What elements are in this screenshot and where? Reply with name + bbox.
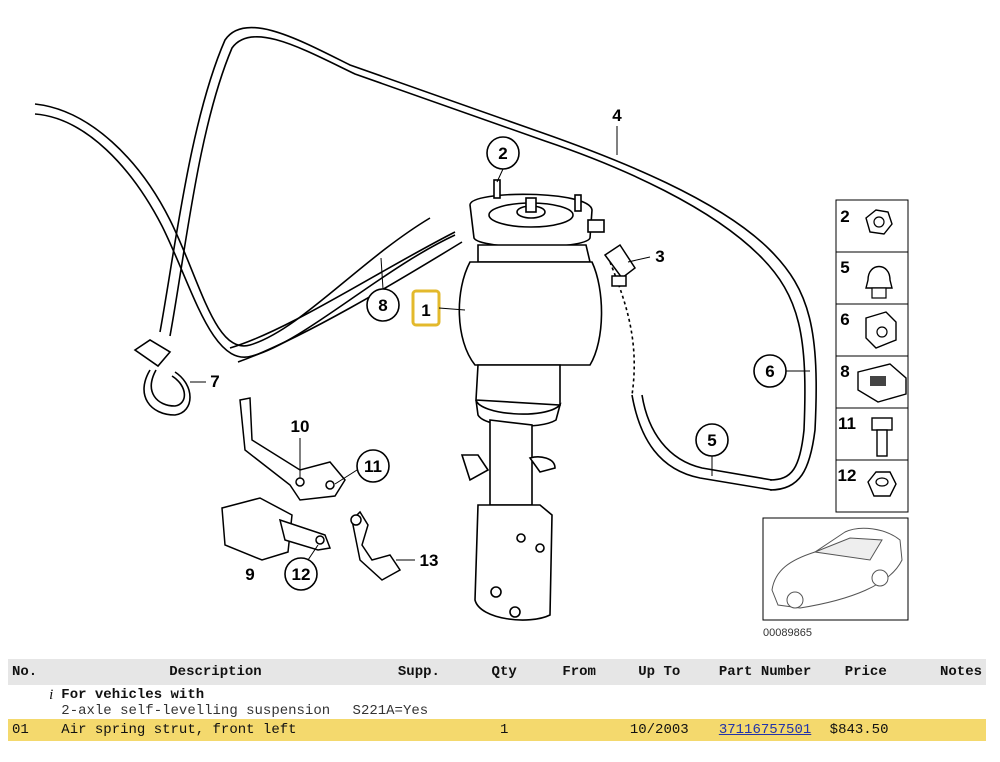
table-header-row: No. Description Supp. Qty From Up To Par… <box>8 659 986 685</box>
svg-text:8: 8 <box>378 296 387 315</box>
svg-text:12: 12 <box>292 565 311 584</box>
grommet-icon <box>865 265 893 289</box>
row-no: 01 <box>8 719 58 741</box>
callout-12[interactable]: 12 <box>284 544 319 591</box>
hose-4[interactable] <box>159 26 817 491</box>
bolt-icon <box>871 417 893 431</box>
col-part-number: Part Number <box>704 659 826 685</box>
svg-text:6: 6 <box>840 310 849 329</box>
callout-13[interactable]: 13 <box>396 551 438 570</box>
hose-5[interactable] <box>609 261 773 491</box>
callout-3[interactable]: 3 <box>627 247 665 266</box>
height-sensor[interactable] <box>221 497 332 561</box>
parts-diagram: 2 1 3 4 8 6 5 7 10 11 9 <box>34 26 909 639</box>
svg-text:3: 3 <box>655 247 664 266</box>
row-qty: 1 <box>464 719 545 741</box>
col-price: Price <box>825 659 906 685</box>
info-condition: 2-axle self-levelling suspension S221A=Y… <box>61 703 982 719</box>
svg-text:2: 2 <box>498 144 507 163</box>
image-code: 00089865 <box>763 627 812 639</box>
svg-text:12: 12 <box>838 466 857 485</box>
callout-11[interactable]: 11 <box>334 449 390 485</box>
svg-text:9: 9 <box>245 565 254 584</box>
hose-clamp[interactable] <box>133 339 191 416</box>
info-title: For vehicles with <box>61 687 205 703</box>
callout-7[interactable]: 7 <box>190 372 220 391</box>
svg-text:8: 8 <box>840 362 849 381</box>
col-notes: Notes <box>905 659 986 685</box>
info-condition-text: 2-axle self-levelling suspension <box>61 703 331 719</box>
callout-5[interactable]: 5 <box>695 423 729 476</box>
parts-table: No. Description Supp. Qty From Up To Par… <box>8 659 986 741</box>
legend-item-12[interactable]: 12 <box>838 466 897 497</box>
part-number-link[interactable]: 37116757501 <box>718 722 812 738</box>
svg-text:7: 7 <box>210 372 219 391</box>
svg-text:5: 5 <box>840 258 849 277</box>
table-row[interactable]: 01 Air spring strut, front left 1 10/200… <box>8 719 986 741</box>
callout-6[interactable]: 6 <box>753 354 810 388</box>
svg-text:6: 6 <box>765 362 774 381</box>
col-qty: Qty <box>464 659 545 685</box>
legend-item-8[interactable]: 8 <box>840 362 907 403</box>
col-up-to: Up To <box>614 659 705 685</box>
nut-icon <box>865 209 893 235</box>
height-sensor-bracket[interactable] <box>239 397 346 501</box>
pressure-sensor[interactable] <box>603 243 637 287</box>
col-no: No. <box>8 659 58 685</box>
clip-icon <box>865 311 897 349</box>
legend-item-6[interactable]: 6 <box>840 310 897 349</box>
row-up-to: 10/2003 <box>614 719 705 741</box>
vehicle-thumbnail <box>762 517 909 621</box>
info-icon: i <box>49 687 54 703</box>
link-rod[interactable] <box>350 510 402 581</box>
callout-10[interactable]: 10 <box>291 417 310 478</box>
row-notes <box>905 719 986 741</box>
legend-item-5[interactable]: 5 <box>840 258 893 299</box>
col-from: From <box>544 659 615 685</box>
nut-icon <box>867 471 897 497</box>
info-row: i For vehicles with 2-axle self-levellin… <box>8 685 986 719</box>
callout-2[interactable]: 2 <box>486 136 520 183</box>
col-supp: Supp. <box>373 659 465 685</box>
svg-text:5: 5 <box>707 431 716 450</box>
info-condition-code: S221A=Yes <box>352 703 429 719</box>
row-supp <box>373 719 465 741</box>
svg-text:1: 1 <box>421 301 430 320</box>
legend-item-2[interactable]: 2 <box>840 207 893 235</box>
air-spring-strut[interactable] <box>458 179 605 621</box>
svg-text:4: 4 <box>612 106 622 125</box>
callout-8[interactable]: 8 <box>366 257 400 322</box>
parts-legend <box>835 199 909 513</box>
svg-text:11: 11 <box>838 414 856 433</box>
row-price: $843.50 <box>825 719 906 741</box>
col-description: Description <box>57 659 374 685</box>
row-description: Air spring strut, front left <box>57 719 374 741</box>
hose-8[interactable] <box>34 103 463 363</box>
svg-text:13: 13 <box>420 551 439 570</box>
callout-9[interactable]: 9 <box>245 565 254 584</box>
svg-text:2: 2 <box>840 207 849 226</box>
callout-1-highlighted[interactable]: 1 <box>411 289 466 327</box>
callout-4[interactable]: 4 <box>612 106 622 155</box>
svg-text:10: 10 <box>291 417 310 436</box>
legend-item-11[interactable]: 11 <box>838 414 893 457</box>
svg-text:11: 11 <box>364 457 382 476</box>
row-from <box>544 719 615 741</box>
